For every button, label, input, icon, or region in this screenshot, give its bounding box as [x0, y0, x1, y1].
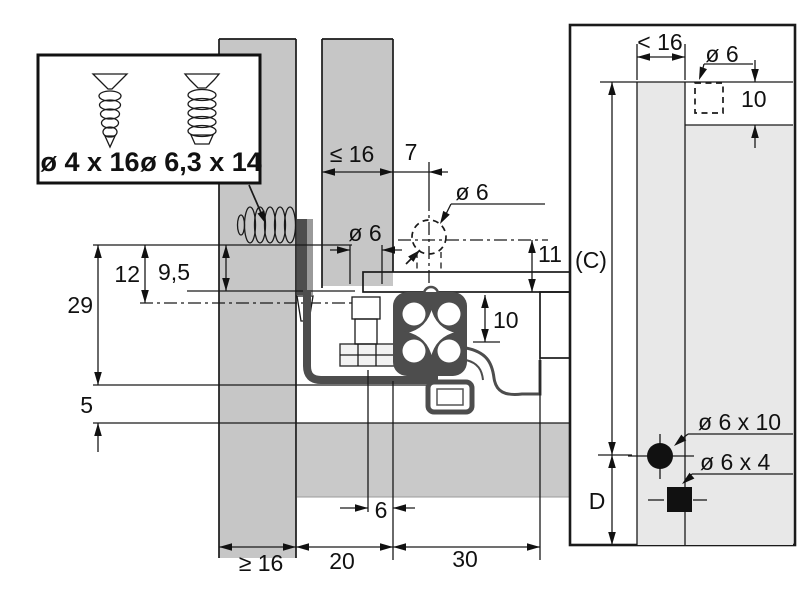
rear-hole — [667, 487, 692, 512]
locating-pin-lower — [354, 318, 378, 345]
profile-star — [404, 305, 459, 360]
dim-label-drawer-side-thickness: ≤ 16 — [330, 141, 375, 167]
dim-label-d: D — [589, 488, 606, 514]
cross-section-view: ≤ 16 7 ø 6 ø 6 11 10 12 — [67, 38, 571, 576]
front-fixing-screw — [236, 206, 297, 244]
dim-label-rear-hole: ø 6 x 4 — [700, 449, 771, 475]
screw-legend-box: ø 4 x 16 ø 6,3 x 14 — [36, 53, 270, 226]
screw-small-drawing — [91, 73, 129, 149]
dim-label-c: (C) — [575, 247, 607, 273]
screw-large-label: ø 6,3 x 14 — [140, 147, 262, 177]
roller — [437, 339, 461, 363]
dashed-hole — [694, 82, 724, 114]
dim-label-pin-offset: 7 — [405, 139, 418, 165]
dim-label-30: 30 — [452, 546, 478, 572]
mounting-bracket — [303, 290, 438, 384]
dim-label-front-hole: ø 6 x 10 — [698, 409, 781, 435]
dim-label-29: 29 — [67, 292, 93, 318]
bracket-flange-edge — [307, 219, 313, 295]
screw-small-label: ø 4 x 16 — [40, 147, 139, 177]
drawer-runner-mechanism — [303, 285, 542, 415]
runner-arm — [465, 346, 542, 396]
roller — [437, 302, 461, 326]
cabinet-rail-leg — [539, 291, 571, 359]
dim-label-front-thickness: ≥ 16 — [239, 550, 284, 576]
dim-label-rail-height: 11 — [538, 241, 562, 267]
roller — [402, 339, 426, 363]
dim-label-20: 20 — [329, 548, 355, 574]
side-panel-view: < 16 ø 6 10 (C) D ø 6 x 10 — [568, 23, 797, 547]
bracket-flange — [297, 219, 307, 295]
dim-label-edge-distance: < 16 — [637, 29, 682, 55]
dim-label-9-5: 9,5 — [158, 259, 190, 285]
side-view-front-strip — [637, 82, 685, 545]
roller — [402, 302, 426, 326]
dim-label-pin-diameter: ø 6 — [455, 179, 488, 205]
dim-label-side-hole-diameter: ø 6 — [705, 41, 738, 67]
cabinet-rail — [362, 271, 571, 293]
dim-label-12: 12 — [114, 261, 140, 287]
dim-label-hole-diameter: ø 6 — [348, 220, 381, 246]
dim-label-runner-height: 10 — [493, 307, 519, 333]
bottom-panel — [297, 423, 570, 497]
dim-label-edge-strip-height: 10 — [741, 86, 767, 112]
dim-label-6: 6 — [375, 497, 388, 523]
side-view-panel-area — [685, 125, 793, 545]
front-hole — [647, 443, 673, 469]
locating-pin-block — [351, 296, 381, 320]
dowel-pin-dashed-circle — [411, 219, 447, 255]
dim-label-5: 5 — [80, 392, 93, 418]
screw-large-drawing — [183, 73, 221, 145]
